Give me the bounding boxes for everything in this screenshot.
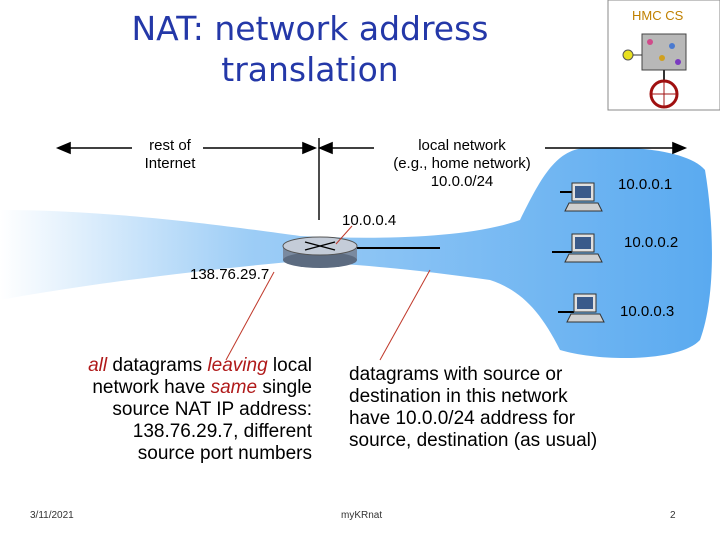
page-number: 2 xyxy=(670,510,676,521)
local-network-line-1: local network xyxy=(418,137,506,154)
rest-of-internet-line-1: rest of xyxy=(149,137,191,154)
left-caption-line-3: source NAT IP address: xyxy=(112,399,312,420)
left-caption-text: local xyxy=(267,355,312,376)
host-computer-icon xyxy=(564,233,603,263)
left-caption-line-2: network have same single xyxy=(20,377,312,399)
title-line-2: translation xyxy=(221,50,399,90)
right-caption-line-3: have 10.0.0/24 address for xyxy=(349,408,576,429)
local-network-arrow xyxy=(317,141,688,155)
emphasis-leaving: leaving xyxy=(207,355,268,376)
emphasis-all: all xyxy=(88,355,108,376)
rest-of-internet-line-2: Internet xyxy=(144,155,196,172)
nat-router-icon xyxy=(282,236,358,268)
host-computer-icon xyxy=(566,293,605,323)
host2-ip: 10.0.0.2 xyxy=(624,234,679,251)
emphasis-same: same xyxy=(210,377,258,398)
local-network-label: local network (e.g., home network) 10.0.… xyxy=(372,137,552,191)
right-caption-line-2: destination in this network xyxy=(349,386,568,407)
right-caption-line-1: datagrams with source or xyxy=(349,364,563,385)
left-caption-text: single xyxy=(257,377,312,398)
callout-lines xyxy=(225,225,431,361)
right-caption-line-4: source, destination (as usual) xyxy=(349,430,598,451)
rest-of-internet-label: rest of Internet xyxy=(138,137,202,173)
footer-center: myKRnat xyxy=(341,510,383,521)
logo-unicycle-icon: HMC CS xyxy=(607,0,720,111)
right-caption: datagrams with source or destination in … xyxy=(349,364,679,452)
host3-ip: 10.0.0.3 xyxy=(620,303,675,320)
left-caption-text: network have xyxy=(92,377,211,398)
left-caption-line-5: source port numbers xyxy=(137,443,312,464)
local-network-line-2: (e.g., home network) xyxy=(393,155,531,172)
router-outside-ip: 138.76.29.7 xyxy=(190,266,270,283)
rest-of-internet-arrow xyxy=(55,141,318,155)
title-line-1: NAT: network address xyxy=(131,9,489,48)
page-title: NAT: network address translation xyxy=(90,8,530,91)
lan-links xyxy=(355,191,574,313)
router-inside-ip: 10.0.0.4 xyxy=(342,212,397,229)
left-caption: all datagrams leaving local network have… xyxy=(20,355,312,465)
left-caption-line-1: all datagrams leaving local xyxy=(20,355,312,377)
host1-ip: 10.0.0.1 xyxy=(618,176,673,193)
left-caption-line-4: 138.76.29.7, different xyxy=(132,421,312,442)
left-caption-text: datagrams xyxy=(107,355,208,376)
host-computer-icon xyxy=(564,182,603,212)
svg-text:HMC CS: HMC CS xyxy=(632,8,684,23)
local-network-line-3: 10.0.0/24 xyxy=(430,173,494,190)
footer-date: 3/11/2021 xyxy=(30,510,74,521)
